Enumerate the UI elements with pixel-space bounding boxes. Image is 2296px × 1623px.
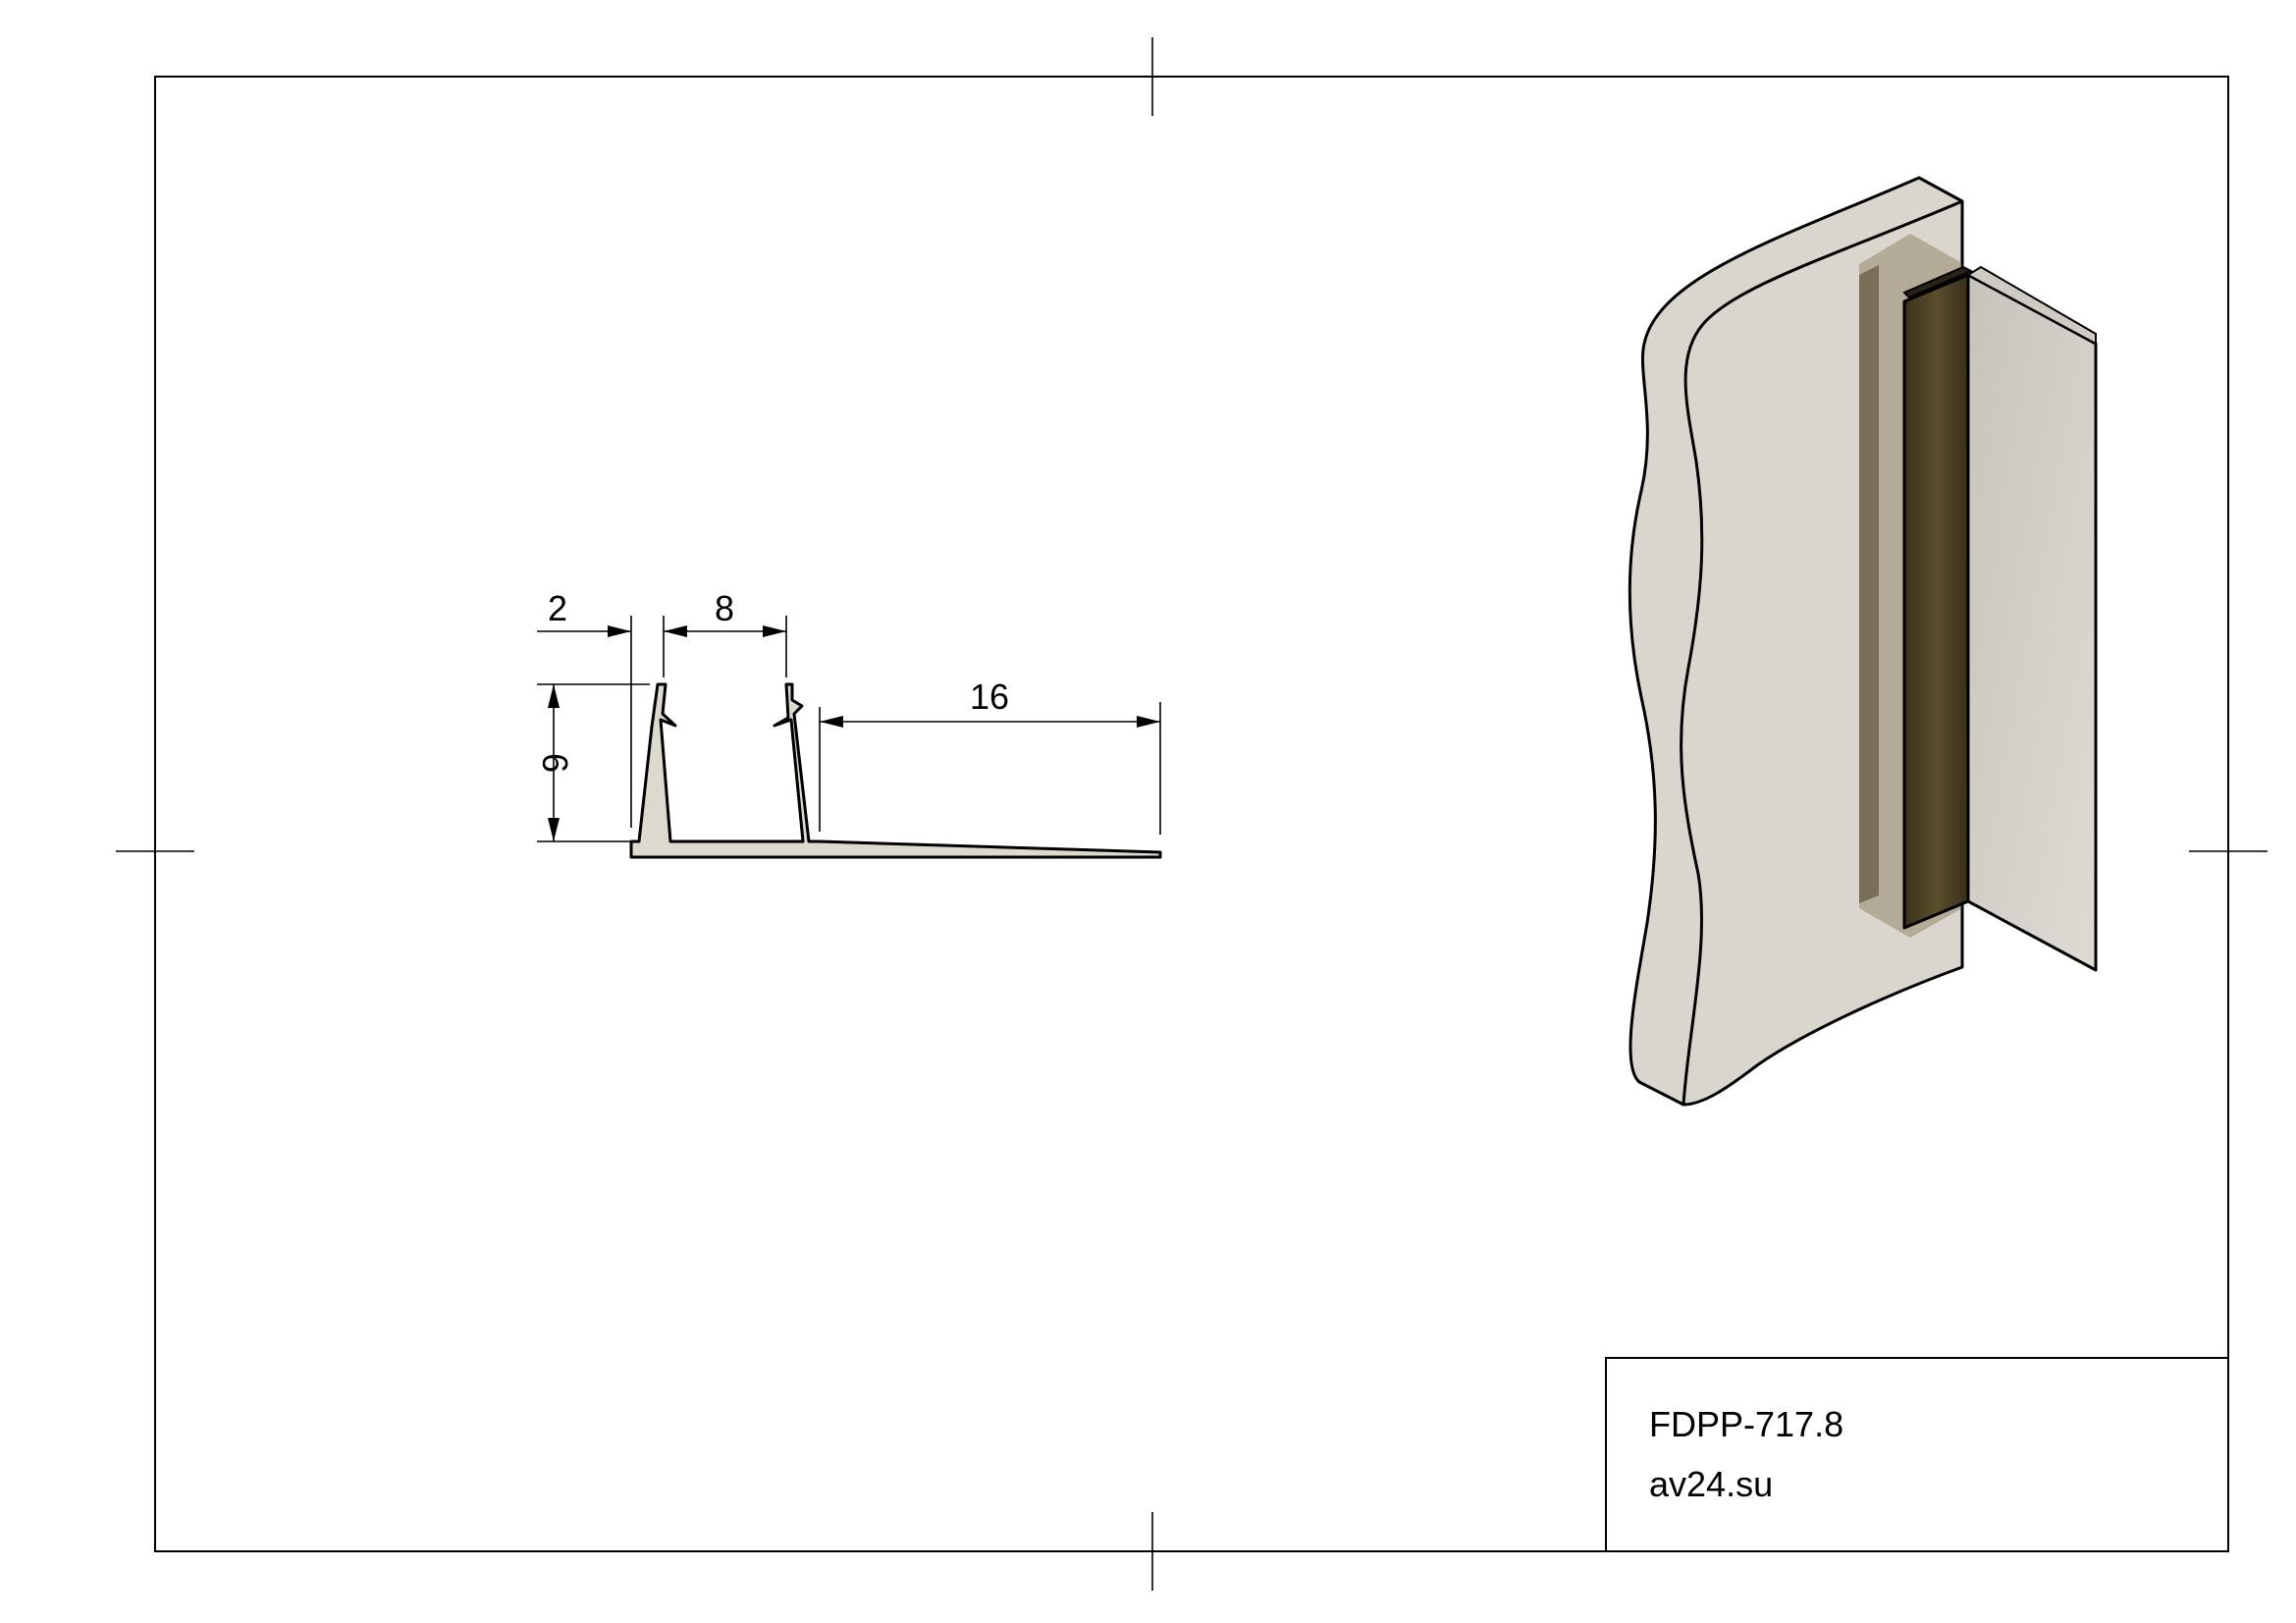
dim-channel-width: 8	[715, 588, 734, 628]
profile-section-view: 2 8 16 6	[535, 588, 1162, 859]
wall-edge	[1680, 199, 1963, 1106]
door-panel	[1966, 273, 2098, 972]
title-block: FDPP-717.8 av24.su	[1605, 1357, 2229, 1552]
seal-strip	[1859, 265, 1879, 903]
dim-height: 6	[535, 753, 575, 773]
drawing-frame	[116, 37, 2268, 1591]
glass-panel	[1902, 273, 1970, 930]
dim-flange-length: 16	[970, 676, 1009, 717]
profile-section	[629, 682, 1162, 859]
isometric-view	[1628, 176, 2098, 1107]
wall-slab	[1628, 176, 1964, 1107]
part-number: FDPP-717.8	[1649, 1404, 1843, 1444]
website: av24.su	[1649, 1464, 1773, 1504]
dim-wall-thickness: 2	[548, 588, 567, 628]
